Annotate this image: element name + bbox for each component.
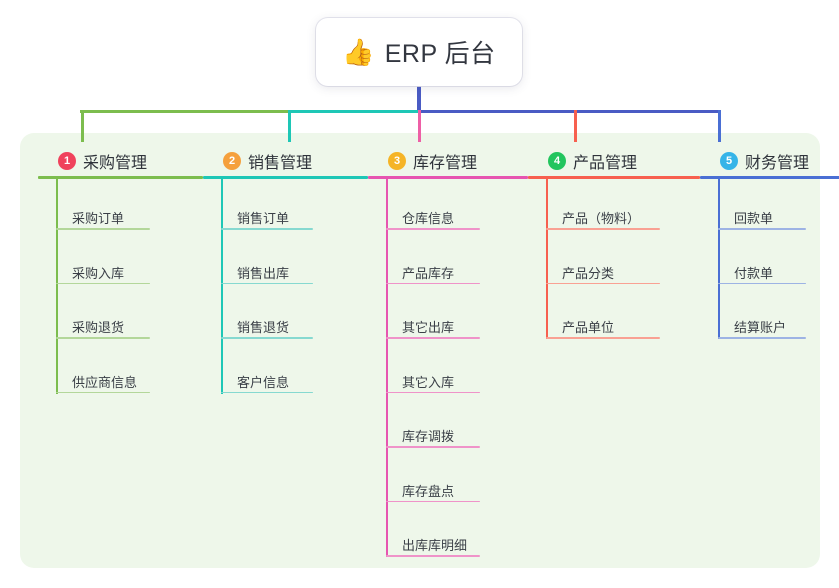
leaf-item-rule [221,391,313,394]
drop-line-branch-5 [718,110,721,142]
branch-header-库存管理[interactable]: 3 库存管理 [368,148,538,174]
branch-column-销售管理: 2 销售管理销售订单销售出库销售退货客户信息 [203,148,378,394]
leaf-item-rule [221,282,313,285]
leaf-item-rule [546,228,660,230]
leaf-item-采购退货[interactable]: 采购退货 [72,320,125,335]
root-node-erp-backend[interactable]: 👍 ERP 后台 [316,18,522,86]
branch-title-label: 产品管理 [573,155,638,172]
branch-badge-4: 4 [548,152,566,170]
branch-badge-5: 5 [720,152,738,170]
bus-indigo [419,110,721,113]
branch-panel-background [20,133,820,568]
leaf-item-仓库信息[interactable]: 仓库信息 [402,211,455,226]
leaf-item-rule [386,446,480,448]
leaf-item-rule [546,337,660,339]
branch-header-rule [203,176,368,179]
thumbs-up-icon: 👍 [342,37,375,67]
leaf-item-库存盘点[interactable]: 库存盘点 [402,483,455,499]
leaf-item-销售订单[interactable]: 销售订单 [237,211,290,226]
leaf-item-产品库存[interactable]: 产品库存 [402,265,455,281]
leaf-item-其它出库[interactable]: 其它出库 [402,320,455,335]
branch-badge-1: 1 [58,152,76,170]
branch-header-rule [38,176,203,179]
leaf-item-rule [718,228,806,230]
branch-title-label: 销售管理 [248,155,313,172]
branch-header-财务管理[interactable]: 5 财务管理 [700,148,839,174]
branch-header-产品管理[interactable]: 4 产品管理 [528,148,710,174]
leaf-item-回款单[interactable]: 回款单 [734,211,774,226]
branch-spine [546,176,548,339]
leaf-item-rule [718,282,806,285]
leaf-item-rule [56,282,150,285]
branch-spine [221,176,223,394]
leaf-item-付款单[interactable]: 付款单 [734,265,774,281]
branch-title-label: 采购管理 [83,155,148,172]
leaf-item-其它入库[interactable]: 其它入库 [402,374,455,390]
leaf-item-产品（物料）[interactable]: 产品（物料） [562,211,641,226]
leaf-item-rule [56,391,150,394]
branch-badge-3: 3 [388,152,406,170]
branch-spine [56,176,58,394]
leaf-item-rule [221,337,313,339]
leaf-item-销售退货[interactable]: 销售退货 [237,320,290,335]
drop-line-branch-1 [81,110,84,142]
leaf-item-采购订单[interactable]: 采购订单 [72,211,125,226]
branch-spine [718,176,720,339]
bus-green [80,110,289,113]
branch-header-rule [528,176,700,179]
leaf-item-库存调拨[interactable]: 库存调拨 [402,429,455,444]
leaf-item-客户信息[interactable]: 客户信息 [237,374,290,390]
leaf-item-产品单位[interactable]: 产品单位 [562,320,615,335]
leaf-item-销售出库[interactable]: 销售出库 [237,265,290,281]
leaf-item-rule [386,500,480,503]
branch-header-rule [368,176,528,179]
branch-header-采购管理[interactable]: 1 采购管理 [38,148,213,174]
leaf-item-rule [386,391,480,394]
branch-column-产品管理: 4 产品管理产品（物料） 产品分类产品单位 [528,148,710,339]
root-node-label: ERP 后台 [384,40,496,68]
drop-line-branch-4 [574,110,577,142]
leaf-item-rule [56,228,150,230]
branch-title-label: 财务管理 [745,155,810,172]
leaf-item-rule [718,337,806,339]
branch-header-销售管理[interactable]: 2 销售管理 [203,148,378,174]
leaf-item-rule [221,228,313,230]
branch-title-label: 库存管理 [413,155,478,172]
branch-spine [386,176,388,557]
branch-header-rule [700,176,839,179]
leaf-item-出库库明细[interactable]: 出库库明细 [402,538,468,553]
leaf-item-结算账户[interactable]: 结算账户 [734,320,787,335]
leaf-item-产品分类[interactable]: 产品分类 [562,265,615,281]
branch-column-财务管理: 5 财务管理回款单付款单结算账户 [700,148,839,339]
bus-teal [289,110,419,113]
drop-line-branch-3 [418,110,421,142]
leaf-item-rule [386,337,480,339]
leaf-item-rule [386,555,480,557]
leaf-item-rule [386,282,480,285]
leaf-item-供应商信息[interactable]: 供应商信息 [72,374,138,390]
branch-column-库存管理: 3 库存管理仓库信息产品库存其它出库其它入库库存调拨库存盘点出库库明细 [368,148,538,557]
branch-column-采购管理: 1 采购管理采购订单采购入库采购退货供应商信息 [38,148,213,394]
leaf-item-rule [56,337,150,339]
drop-line-branch-2 [288,110,291,142]
leaf-item-rule [546,282,660,285]
branch-badge-2: 2 [223,152,241,170]
root-stem-vertical [417,86,421,113]
leaf-item-采购入库[interactable]: 采购入库 [72,265,125,281]
leaf-item-rule [386,228,480,230]
